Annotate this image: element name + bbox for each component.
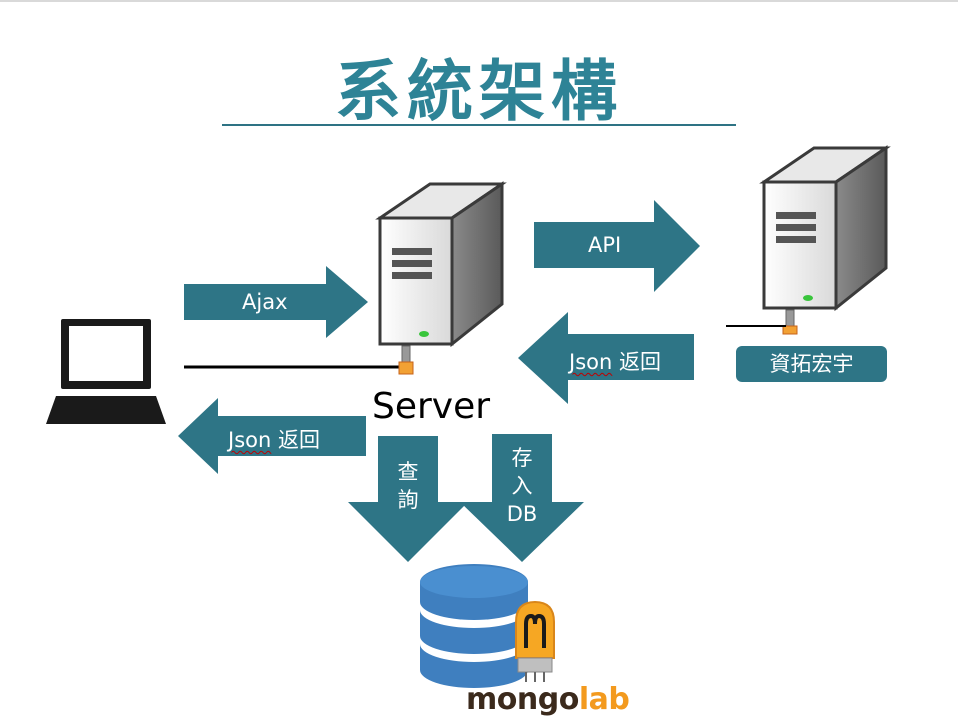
api-arrow	[534, 200, 700, 292]
store-label: 存 入 DB	[498, 444, 546, 528]
logo-lab: lab	[578, 682, 630, 717]
vendor-network-line	[726, 325, 786, 327]
vendor-server-icon	[759, 145, 891, 335]
store-char: DB	[506, 502, 538, 526]
api-label: API	[588, 233, 622, 257]
ajax-label: Ajax	[242, 290, 288, 314]
ajax-arrow	[184, 266, 368, 338]
database-icon	[420, 564, 528, 688]
laptop-icon	[46, 319, 166, 424]
json-return-client-label: Json 返回	[228, 424, 320, 454]
json-return-vendor-arrow	[518, 312, 694, 404]
mongolab-logo: mongolab	[466, 682, 630, 717]
json-return-client-arrow	[178, 398, 366, 474]
top-border	[0, 0, 958, 2]
store-arrow	[462, 434, 584, 562]
query-arrow	[348, 436, 468, 562]
page-title: 系統架構	[335, 53, 623, 130]
return-word: 返回	[271, 428, 320, 452]
store-char: 入	[511, 474, 533, 498]
mongolab-tube-icon	[515, 600, 555, 682]
title-underline	[222, 124, 736, 126]
json-word: Json	[228, 428, 272, 452]
server-icon	[375, 181, 507, 375]
store-char: 存	[511, 446, 533, 470]
query-label: 查 詢	[386, 458, 430, 514]
server-label: Server	[372, 386, 491, 427]
network-line	[184, 365, 406, 369]
json-word: Json	[569, 350, 613, 374]
query-char: 詢	[397, 488, 419, 512]
logo-mongo: mongo	[466, 682, 579, 717]
json-return-vendor-label: Json 返回	[569, 346, 661, 376]
return-word: 返回	[612, 350, 661, 374]
query-char: 查	[397, 460, 419, 484]
vendor-badge: 資拓宏宇	[736, 346, 887, 382]
